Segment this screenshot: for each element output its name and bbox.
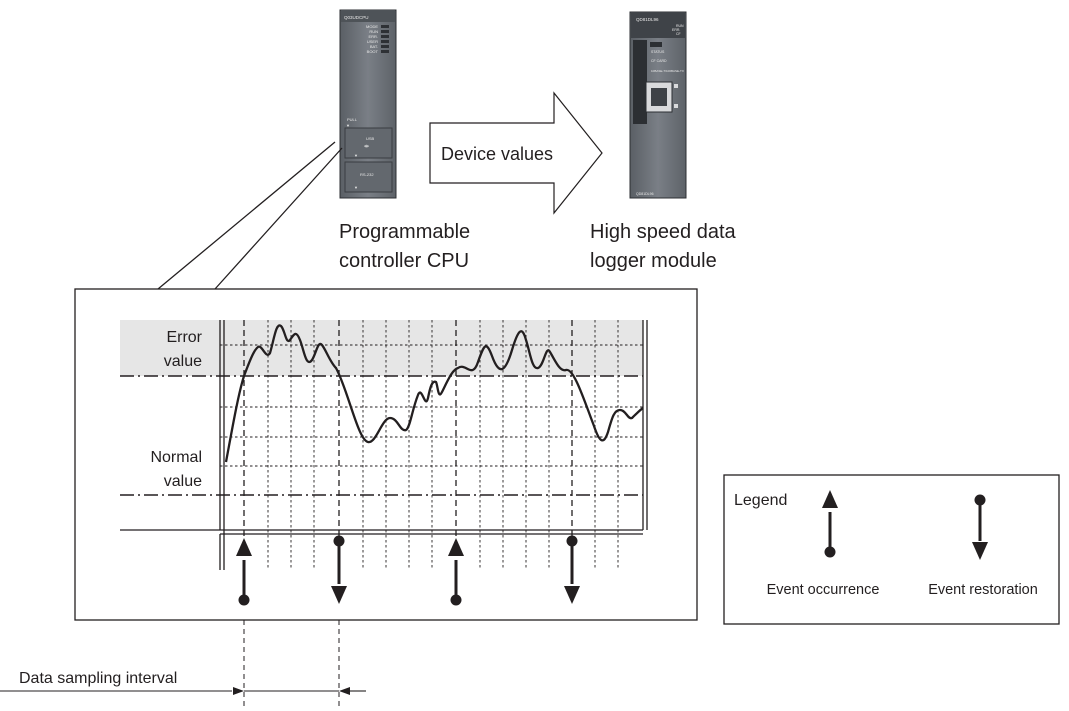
event-restoration-icon — [564, 535, 580, 604]
axes — [120, 320, 648, 570]
sampling-interval-label: Data sampling interval — [19, 670, 177, 687]
logger-panel-label: STATUS — [651, 50, 665, 54]
status-led-icon — [650, 42, 662, 47]
ethernet-port-icon — [645, 81, 673, 113]
data-flow-arrow-icon — [429, 91, 603, 215]
cpu-led-label: MODE — [366, 24, 378, 29]
interval-arrow-icon — [339, 687, 350, 695]
cpu-module: Q03UDCPU MODE RUN ERR. USER BAT. BOOT PU… — [339, 9, 397, 199]
error-band — [120, 320, 643, 376]
cpu-led-label: ERR. — [368, 34, 378, 39]
logger-led-label: CF — [676, 32, 681, 36]
cpu-led-label: USER — [367, 39, 378, 44]
usb-icon: ⇹ — [364, 144, 369, 150]
legend-title: Legend — [734, 492, 787, 509]
logger-module: QD81DL96 RUN ERR. CF STATUS CF CARD 10BA… — [629, 11, 687, 199]
rs232-cover — [344, 161, 393, 193]
led-icon — [381, 30, 389, 33]
normal-value-label-line2: value — [164, 473, 202, 490]
usb-cover — [344, 127, 393, 159]
usb-label: USB — [366, 136, 375, 141]
logger-model-label: QD81DL96 — [636, 17, 659, 22]
sampling-grid — [220, 320, 643, 570]
logger-led-label: ERR. — [672, 28, 680, 32]
logger-bottom-label: QD81DL96 — [636, 192, 654, 196]
event-restoration-icon — [972, 494, 988, 560]
callout-line — [157, 141, 336, 290]
cpu-led-label: RUN — [369, 29, 378, 34]
legend-box: Legend Event occurrence Event restoratio… — [723, 474, 1060, 625]
callout-line — [214, 147, 343, 290]
error-value-label-line1: Error — [166, 329, 202, 346]
legend-occurrence-label: Event occurrence — [767, 582, 880, 598]
cf-card-slot — [633, 40, 647, 124]
svg-text:▼: ▼ — [346, 123, 350, 128]
cpu-led-panel: MODE RUN ERR. USER BAT. BOOT — [366, 24, 389, 54]
cpu-model-label: Q03UDCPU — [344, 15, 369, 20]
svg-text:▼: ▼ — [354, 153, 358, 158]
interval-arrow-icon — [233, 687, 244, 695]
logger-caption-line2: logger module — [590, 250, 717, 272]
led-icon — [381, 40, 389, 43]
error-value-label-line2: value — [164, 353, 202, 370]
cpu-led-label: BOOT — [367, 49, 379, 54]
led-icon — [381, 25, 389, 28]
cpu-caption-line1: Programmable — [339, 221, 470, 243]
normal-value-label-line1: Normal — [150, 449, 202, 466]
logger-caption-line1: High speed data — [590, 221, 737, 243]
event-lines — [243, 320, 573, 570]
logger-panel-label: CF CARD — [651, 59, 667, 63]
led-icon — [381, 35, 389, 38]
rs232-label: RS-232 — [360, 172, 374, 177]
led-icon — [381, 45, 389, 48]
logger-panel-label: 10BASE-T/100BASE-TX — [651, 69, 684, 73]
svg-text:▼: ▼ — [354, 185, 358, 190]
device-value-waveform — [224, 324, 644, 463]
cpu-led-label: BAT. — [370, 44, 378, 49]
interval-guides — [243, 620, 340, 708]
event-restoration-icon — [331, 535, 347, 604]
legend-restoration-label: Event restoration — [928, 582, 1038, 598]
led-icon — [381, 50, 389, 53]
logger-led-label: RUN — [676, 24, 684, 28]
cpu-caption-line2: controller CPU — [339, 250, 469, 272]
event-occurrence-icon — [822, 490, 838, 558]
event-occurrence-icon — [236, 538, 252, 606]
event-occurrence-icon — [448, 538, 464, 606]
device-values-label: Device values — [441, 144, 553, 164]
cpu-pull-label: PULL — [347, 117, 358, 122]
